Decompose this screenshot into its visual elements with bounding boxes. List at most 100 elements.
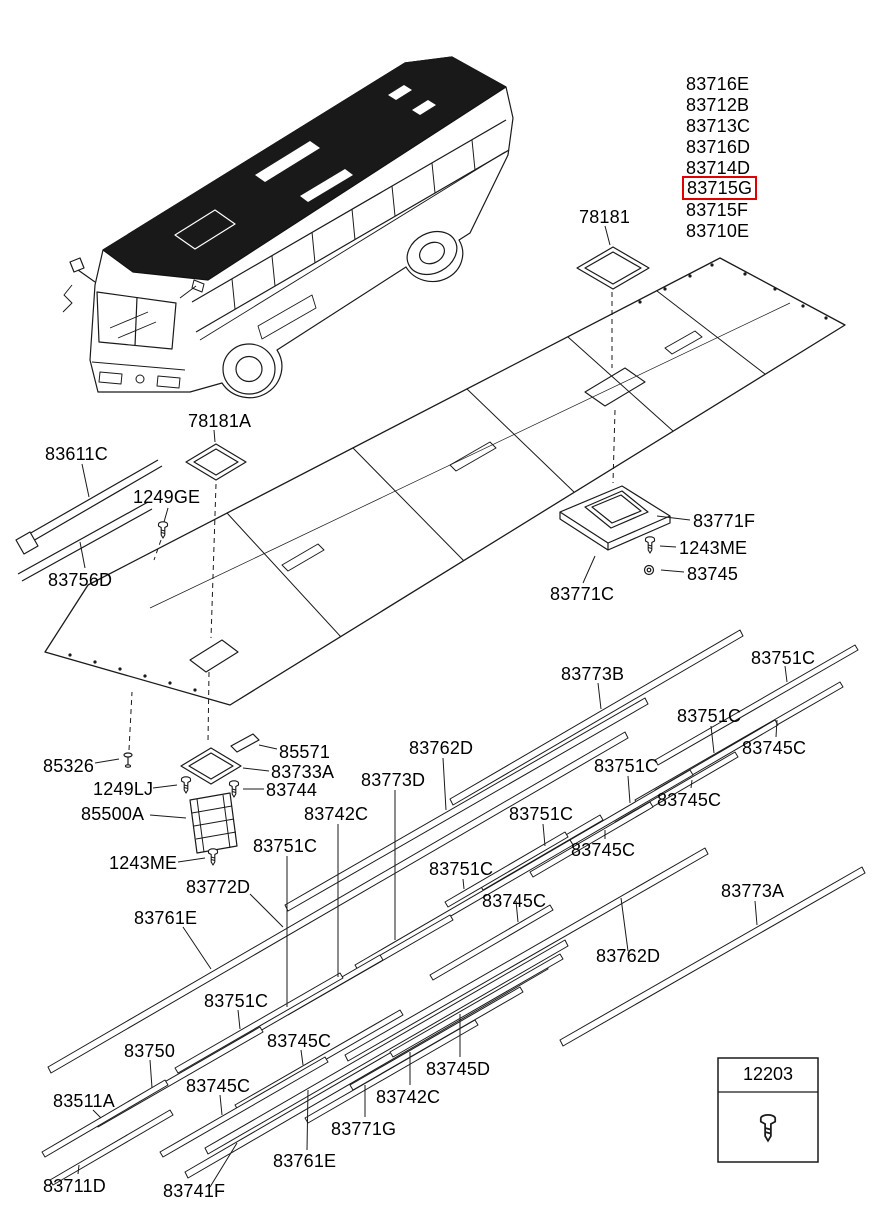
part-label[interactable]: 83742C [304, 804, 369, 824]
part-label[interactable]: 83511A [53, 1091, 115, 1111]
rail-83751C [249, 954, 384, 1036]
part-label[interactable]: 83751C [204, 991, 269, 1011]
part-label[interactable]: 83751C [594, 756, 659, 776]
part-label[interactable]: 83751C [677, 706, 742, 726]
part-label[interactable]: 85500A [81, 804, 145, 824]
drip-rail-83611C [15, 459, 163, 555]
part-label[interactable]: 1249LJ [93, 779, 154, 799]
bus-rear-wheel [406, 230, 458, 276]
rail-83761E-bottom [204, 939, 569, 1155]
rail-83745C [429, 904, 554, 981]
part-label[interactable]: 83741F [163, 1181, 226, 1201]
part-label[interactable]: 83751C [429, 859, 494, 879]
part-label[interactable]: 78181A [188, 411, 252, 431]
part-label[interactable]: 83745D [426, 1059, 491, 1079]
leader-lines [77, 225, 788, 1188]
part-label[interactable]: 83745C [657, 790, 722, 810]
part-label[interactable]: 83711D [43, 1176, 106, 1196]
rail-83762D-lower [344, 847, 709, 1062]
part-label[interactable]: 83762D [596, 946, 661, 966]
rail-83751C [444, 831, 569, 908]
part-label[interactable]: 83751C [751, 648, 816, 668]
part-label[interactable]: 83745C [742, 738, 807, 758]
part-label[interactable]: 83751C [253, 836, 318, 856]
bus-mirror [69, 257, 96, 283]
part-label[interactable]: 85571 [279, 742, 331, 762]
rail-83711D [49, 1109, 174, 1186]
part-label[interactable]: 85326 [43, 756, 95, 776]
part-label[interactable]: 83750 [124, 1041, 176, 1061]
part-label[interactable]: 83744 [266, 780, 318, 800]
rail-83751C [654, 644, 859, 766]
rail-83773A [559, 866, 866, 1047]
roof-hatch-cutout-front [189, 639, 239, 673]
roof-rails [41, 629, 866, 1186]
part-label[interactable]: 83762D [409, 738, 474, 758]
screw-icon [207, 848, 219, 866]
part-label[interactable]: 83751C [509, 804, 574, 824]
part-label[interactable]: 83611C [45, 444, 108, 464]
bus-front-wheel [222, 343, 276, 395]
screw-icon [180, 776, 192, 794]
part-label[interactable]: 78181 [579, 207, 631, 227]
part-label[interactable]: 83761E [134, 908, 198, 928]
part-label[interactable]: 83715F [686, 200, 749, 220]
bar-85571 [230, 733, 260, 753]
legend-box [717, 1057, 819, 1163]
screw-icon [228, 780, 240, 798]
part-label[interactable]: 83745C [571, 840, 636, 860]
part-label[interactable]: 1243ME [679, 538, 748, 558]
part-label[interactable]: 83714D [686, 158, 751, 178]
screw-icon [157, 521, 169, 539]
rail-83773B [449, 629, 744, 806]
part-label[interactable]: 83716E [686, 74, 750, 94]
part-label-selected[interactable]: 83715G [682, 176, 758, 200]
part-label[interactable]: 83716D [686, 137, 751, 157]
roof-hatch-cutout-rear [584, 367, 646, 407]
part-label[interactable]: 83771G [331, 1119, 397, 1139]
grommet-83745 [643, 564, 655, 576]
part-label[interactable]: 83713C [686, 116, 751, 136]
roof-panel-sheet [44, 257, 846, 706]
part-label[interactable]: 83773A [721, 881, 785, 901]
part-label[interactable]: 83733A [271, 762, 335, 782]
hatch-frame-83733A [180, 747, 242, 785]
dashed-leader-lines [128, 292, 616, 751]
bus-body [89, 56, 514, 399]
escape-hatch-assembly [559, 485, 671, 551]
rail-83742C [349, 986, 524, 1091]
small-parts [15, 246, 671, 866]
part-label[interactable]: 83710E [686, 221, 750, 241]
legend-part-number[interactable]: 12203 [742, 1064, 794, 1084]
rail-83745C [529, 801, 654, 878]
part-label[interactable]: 83745 [687, 564, 739, 584]
part-label[interactable]: 1249GE [133, 487, 201, 507]
rail-83745D [389, 953, 564, 1058]
part-label[interactable]: 83771C [550, 584, 615, 604]
hatch-frame-78181 [576, 246, 650, 290]
bus-windshield [96, 291, 177, 350]
part-label[interactable]: 83772D [186, 877, 251, 897]
pin-85326 [123, 752, 133, 768]
part-label[interactable]: 83771F [693, 511, 756, 531]
part-label[interactable]: 83756D [48, 570, 113, 590]
part-label[interactable]: 1243ME [109, 853, 178, 873]
bus-illustration [62, 56, 514, 399]
hatch-frame-78181A [185, 443, 247, 481]
part-label[interactable]: 83745C [186, 1076, 251, 1096]
part-label[interactable]: 83712B [686, 95, 750, 115]
rail-83511A [41, 1079, 169, 1158]
drip-rail-83756D [17, 501, 153, 582]
part-label[interactable]: 83773D [361, 770, 426, 790]
rail-83745C [159, 1056, 329, 1158]
part-label[interactable]: 83761E [273, 1151, 337, 1171]
part-label[interactable]: 83745C [267, 1031, 332, 1051]
part-label[interactable]: 83773B [561, 664, 625, 684]
rail-83751C [174, 972, 344, 1074]
part-label[interactable]: 83745C [482, 891, 547, 911]
screw-icon [644, 536, 656, 554]
rivet-dots [68, 263, 828, 692]
part-label[interactable]: 83742C [376, 1087, 441, 1107]
